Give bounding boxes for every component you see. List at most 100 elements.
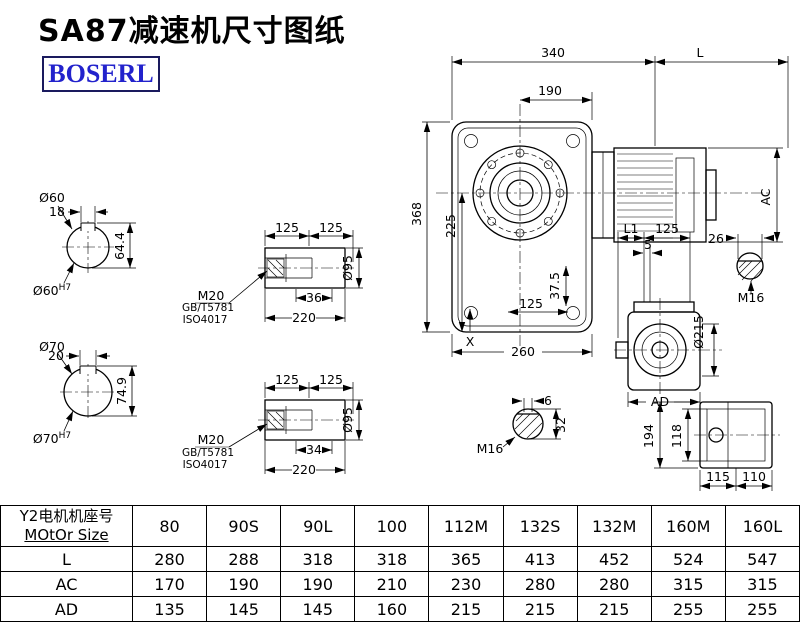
gb-standard-label: GB/T5781 [182,302,234,314]
bore-60-view: 18 64.4 Ø60 Ø60H7 [33,190,136,298]
cell-AD-112m: 215 [428,596,504,622]
dim-368-label: 368 [409,202,424,226]
cell-AC-90l: 190 [280,571,356,597]
motor-frame-label-cn: Y2电机机座号 [19,507,114,525]
dim-194-label: 194 [641,424,656,448]
col-header-100: 100 [354,505,430,547]
col-header-160l: 160L [724,505,800,547]
cell-L-112m: 365 [428,546,504,572]
dim-95-label: Ø95 [340,255,355,281]
dim-125b-label: 125 [319,372,343,387]
brand-logo-text: BOSERL [48,59,154,88]
cell-AC-112m: 230 [428,571,504,597]
shaft-70-view: 125 125 34 220 Ø95 M20 GB/T5781 ISO4017 [182,372,363,477]
dim-L-label: L [697,45,704,60]
motor-frame-label-en: MOtOr Size [24,526,109,544]
dim-190-label: 190 [538,83,562,98]
bore-70-fit-label: Ø70H7 [33,431,71,446]
cell-AC-160l: 315 [724,571,800,597]
center-lines [60,104,780,436]
dim-115-label: 115 [706,469,730,484]
cell-AD-100: 160 [354,596,430,622]
dim-215-label: Ø215 [691,315,706,349]
hollow-shaft-keyway-detail: 6 32 M16 [477,393,568,456]
cell-AC-80: 170 [131,571,208,597]
bore-70-view: 20 74.9 Ø70 Ø70H7 [33,339,137,446]
dim-74-9-label: 74.9 [114,377,129,405]
cell-AD-132s: 215 [502,596,578,622]
dim-118-label: 118 [669,424,684,448]
iso-standard-label: ISO4017 [183,459,228,471]
bore-60-dia-label: Ø60 [39,190,65,205]
dim-26-label: 26 [708,231,724,246]
dim-37-5-label: 37.5 [547,272,562,300]
cell-L-90l: 318 [280,546,356,572]
gearbox-front-view: 340 L 190 368 225 37.5 125 260 X [409,45,789,359]
bore-60-fit-sup: H7 [59,283,72,293]
m20-label: M20 [198,288,225,303]
col-header-80: 80 [131,505,208,547]
dim-32-label: 32 [553,417,568,433]
dim-225-label: 225 [443,214,458,238]
cell-AC-132m: 280 [576,571,652,597]
col-header-132m: 132M [576,505,652,547]
dim-125-label: 125 [519,296,543,311]
brand-logo: BOSERL [42,56,160,92]
cell-AD-160m: 255 [650,596,726,622]
table-row-AC: AC 170 190 190 210 230 280 280 315 315 [0,571,800,597]
table-header-row: Y2电机机座号 MOtOr Size 80 90S 90L 100 112M 1… [0,505,800,547]
iso-standard-label: ISO4017 [183,314,228,326]
dim-20-label: 20 [48,348,64,363]
dim-64-4-label: 64.4 [112,232,127,260]
dim-L1-label: L1 [624,221,639,236]
col-header-112m: 112M [428,505,504,547]
cell-AD-90l: 145 [280,596,356,622]
dim-340-label: 340 [541,45,565,60]
bore-70-dia-label: Ø70 [39,339,65,354]
cell-L-90s: 288 [206,546,282,572]
gearbox-top-view: 194 118 115 110 [641,401,773,491]
motor-size-header: Y2电机机座号 MOtOr Size [0,505,133,547]
dim-5-label: 5 [644,237,652,252]
col-header-132s: 132S [502,505,578,547]
cell-AC-160m: 315 [650,571,726,597]
cell-AC-132s: 280 [502,571,578,597]
dim-125a-label: 125 [275,220,299,235]
table-row-AD: AD 135 145 145 160 215 215 215 255 255 [0,596,800,622]
datum-x-label: X [466,334,475,349]
dim-220-label: 220 [292,462,316,477]
bore-70-fit-base: Ø70 [33,431,59,446]
dim-36-label: 36 [306,290,322,305]
table-row-L: L 280 288 318 318 365 413 452 524 547 [0,546,800,572]
dim-AD-label: AD [651,394,669,409]
motor-view: AC [591,147,783,243]
dim-34-label: 34 [306,442,322,457]
cell-AC-100: 210 [354,571,430,597]
dim-6-label: 6 [544,393,552,408]
motor-size-table: Y2电机机座号 MOtOr Size 80 90S 90L 100 112M 1… [0,505,800,622]
cell-AD-132m: 215 [576,596,652,622]
cell-AC-90s: 190 [206,571,282,597]
keyway-26-detail: 26 M16 [708,231,774,305]
row-label-AD: AD [0,596,133,622]
cell-AD-90s: 145 [206,596,282,622]
bore-70-fit-sup: H7 [59,431,72,441]
row-label-AC: AC [0,571,133,597]
cell-L-80: 280 [131,546,208,572]
cell-L-100: 318 [354,546,430,572]
dim-125a-label: 125 [275,372,299,387]
col-header-90l: 90L [280,505,356,547]
cell-AD-160l: 255 [724,596,800,622]
col-header-90s: 90S [206,505,282,547]
gearbox-side-view: L1 125 5 Ø215 AD [615,221,719,409]
bore-60-fit-label: Ø60H7 [33,283,71,298]
dim-110-label: 110 [742,469,766,484]
m16-label: M16 [477,441,504,456]
technical-drawing: 18 64.4 Ø60 Ø60H7 20 74.9 Ø70 Ø70H7 [33,45,789,491]
col-header-160m: 160M [650,505,726,547]
dim-95-label: Ø95 [340,407,355,433]
m20-label: M20 [198,432,225,447]
dim-220-label: 220 [292,310,316,325]
dim-260-label: 260 [511,344,535,359]
bore-60-fit-base: Ø60 [33,283,59,298]
